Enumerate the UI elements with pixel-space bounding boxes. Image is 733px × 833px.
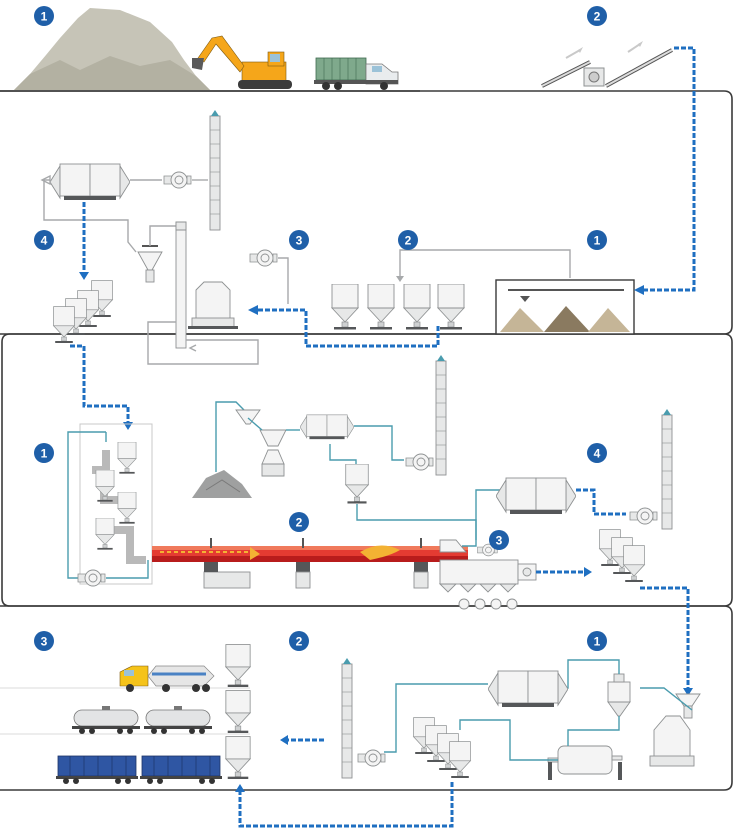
- badge-cement-2: 2: [289, 631, 309, 651]
- badge-raw-1: 1: [587, 230, 607, 250]
- badge-cement-1: 1: [587, 631, 607, 651]
- dispatch-silos: [225, 644, 251, 780]
- cement-fan-icon: [357, 749, 386, 767]
- svg-text:3: 3: [41, 635, 48, 649]
- raw-material-silos: [331, 284, 465, 330]
- badge-kiln-4: 4: [587, 443, 607, 463]
- coal-mill-icon: [235, 409, 354, 477]
- separator-cyclone-icon: [607, 673, 631, 717]
- svg-text:1: 1: [41, 10, 48, 24]
- svg-text:3: 3: [496, 534, 503, 548]
- cement-tanker-truck-icon: [119, 665, 215, 692]
- cement-mill-section: [0, 644, 701, 828]
- quarry-section: [0, 8, 673, 92]
- svg-text:4: 4: [594, 447, 601, 461]
- raw-mill-section: [40, 46, 696, 365]
- svg-text:1: 1: [41, 447, 48, 461]
- coal-fan-icon: [405, 453, 434, 471]
- mill-fan-icon: [249, 249, 278, 267]
- svg-text:2: 2: [296, 516, 303, 530]
- badge-quarry-2: 2: [587, 6, 607, 26]
- rail-tank-wagon-icon: [72, 706, 212, 734]
- number-badges: 1 2 1 2 3 4 1 2 3 4 1 2: [34, 6, 607, 651]
- vertical-mill-icon: [188, 281, 238, 329]
- coal-stack-icon: [435, 354, 447, 476]
- coal-stockpile-icon: [192, 470, 252, 498]
- clinker-silos: [599, 529, 645, 583]
- crusher-conveyor-icon: [541, 41, 673, 88]
- separator-funnel-icon: [137, 245, 163, 283]
- cement-stack-icon: [341, 657, 353, 779]
- bag-filter-icon: [50, 163, 130, 201]
- badge-raw-3: 3: [289, 230, 309, 250]
- cement-silos: [413, 717, 471, 779]
- section-borders: [0, 90, 733, 791]
- ball-mill-icon: [547, 745, 623, 780]
- cooler-stack-fan-icon: [629, 507, 658, 525]
- roller-press-icon: [649, 715, 695, 767]
- cement-bag-filter-icon: [488, 670, 568, 708]
- svg-text:2: 2: [405, 234, 412, 248]
- svg-text:2: 2: [594, 10, 601, 24]
- cooler-stack-icon: [661, 408, 673, 530]
- rail-hopper-wagon-icon: [56, 755, 222, 784]
- svg-text:2: 2: [296, 635, 303, 649]
- badge-raw-4: 4: [34, 230, 54, 250]
- rotary-kiln-icon: [152, 538, 468, 589]
- badge-kiln-3: 3: [489, 530, 509, 550]
- svg-text:1: 1: [594, 234, 601, 248]
- stockpile-shed-icon: [495, 279, 635, 335]
- svg-text:1: 1: [594, 635, 601, 649]
- cyclone-preheater-icon: [79, 423, 153, 585]
- badge-kiln-2: 2: [289, 512, 309, 532]
- svg-text:4: 4: [41, 234, 48, 248]
- grate-cooler-icon: [438, 539, 537, 610]
- badge-raw-2: 2: [398, 230, 418, 250]
- excavator-icon: [192, 35, 292, 89]
- bucket-elevator-icon: [175, 221, 187, 349]
- kiln-section: [67, 344, 693, 696]
- svg-text:3: 3: [296, 234, 303, 248]
- badge-cement-3: 3: [34, 631, 54, 651]
- badge-kiln-1: 1: [34, 443, 54, 463]
- badge-quarry-1: 1: [34, 6, 54, 26]
- dump-truck-icon: [314, 57, 399, 90]
- stack-icon: [209, 109, 221, 231]
- coal-silo-icon: [345, 464, 369, 504]
- fan-icon: [163, 171, 192, 189]
- cooler-bag-filter-icon: [496, 477, 576, 515]
